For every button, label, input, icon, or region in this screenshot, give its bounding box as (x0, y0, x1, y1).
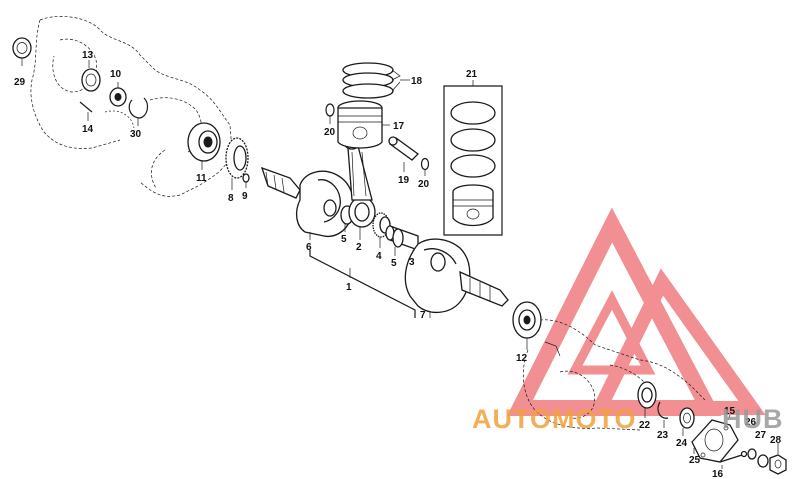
label-23: 23 (657, 430, 669, 441)
label-3: 3 (409, 257, 415, 268)
label-8: 8 (228, 193, 234, 204)
label-15: 15 (724, 406, 736, 417)
part-16-bolt (719, 450, 748, 469)
part-20-piston-clip-right (420, 157, 430, 176)
part-19-piston-pin (388, 136, 419, 172)
label-5a: 5 (341, 234, 347, 245)
label-1: 1 (346, 282, 352, 293)
watermark-text-automoto: AUTOMOTO (472, 404, 637, 434)
label-7: 7 (420, 310, 426, 321)
part-24-oil-seal (679, 407, 695, 436)
label-27: 27 (755, 430, 767, 441)
part-13-oil-seal (81, 60, 101, 92)
part-27-lock-washer (757, 454, 769, 468)
label-24: 24 (676, 438, 688, 449)
part-7-crankshaft-right-half (404, 238, 509, 318)
label-16: 16 (712, 469, 724, 479)
label-19: 19 (398, 175, 410, 186)
label-22: 22 (639, 420, 651, 431)
label-28: 28 (770, 435, 782, 446)
label-25: 25 (689, 455, 701, 466)
watermark-text-hub: HUB (722, 404, 784, 434)
watermark-text: AUTOMOTO HUB (472, 404, 784, 434)
label-2: 2 (356, 242, 362, 253)
part-28-nut (769, 443, 787, 475)
watermark-logo (507, 207, 766, 416)
assembly-bracket-1 (309, 250, 416, 318)
label-26: 26 (745, 417, 757, 428)
label-4: 4 (376, 251, 382, 262)
label-11: 11 (196, 173, 207, 184)
label-20b: 20 (418, 179, 430, 190)
label-13: 13 (82, 50, 94, 61)
label-18: 18 (411, 76, 423, 87)
part-4-needle-bearing (372, 212, 391, 248)
part-20-piston-clip-left (325, 103, 335, 124)
label-5b: 5 (391, 258, 397, 269)
part-30-circlip (128, 97, 149, 126)
label-30: 30 (130, 129, 142, 140)
part-17-piston (337, 100, 390, 149)
label-6: 6 (306, 242, 312, 253)
part-9-woodruff-key (242, 173, 250, 188)
label-17: 17 (393, 121, 405, 132)
label-29: 29 (14, 77, 26, 88)
part-number-labels: 29 13 14 10 30 11 8 9 6 5 2 4 5 3 1 7 12… (14, 50, 782, 479)
part-18-piston-rings (342, 62, 410, 99)
left-crankcase-outline (30, 16, 233, 197)
label-21: 21 (466, 69, 478, 80)
part-10-bearing (109, 82, 127, 107)
part-21-piston-ring-set (443, 80, 503, 236)
part-22-bearing (637, 381, 657, 418)
part-29-oil-seal (12, 37, 32, 66)
part-5-thrust-washer-right (392, 228, 404, 256)
part-15-cover-plate (691, 414, 739, 463)
label-20a: 20 (324, 127, 336, 138)
part-26-washer (747, 448, 757, 460)
part-8-gear (225, 137, 249, 190)
label-10: 10 (110, 69, 122, 80)
label-14: 14 (82, 124, 94, 135)
part-12-bearing (512, 301, 542, 350)
part-6-crankshaft-left-half (260, 166, 355, 240)
label-9: 9 (242, 191, 248, 202)
part-23-circlip (657, 401, 669, 428)
part-11-bearing (187, 122, 221, 170)
label-12: 12 (516, 353, 528, 364)
part-14-pin (79, 101, 93, 121)
